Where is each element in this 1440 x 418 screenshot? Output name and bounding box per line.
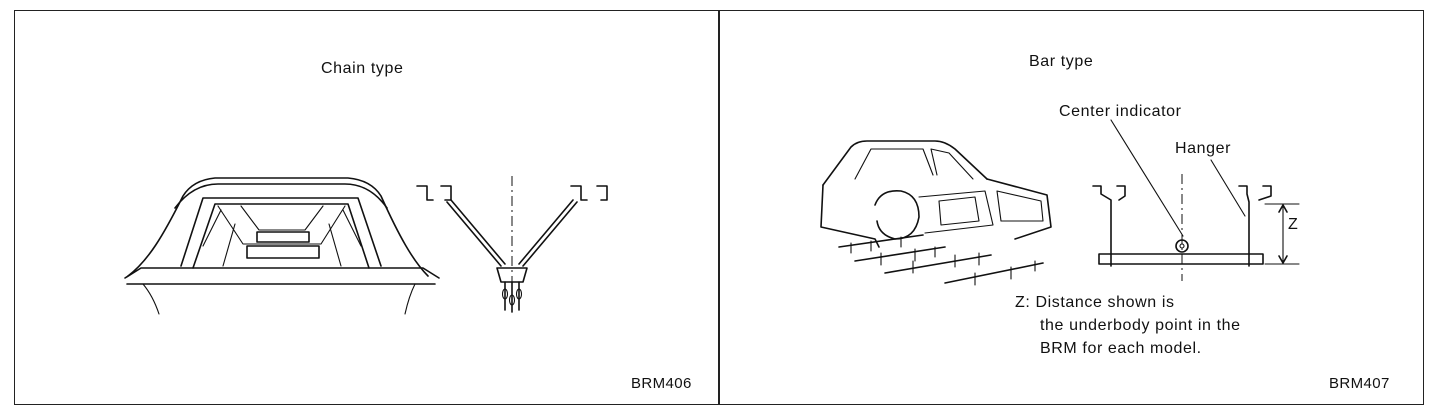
- bar-type-title: Bar type: [1029, 53, 1094, 70]
- z-dimension-label: Z: [1288, 216, 1299, 233]
- center-indicator-label: Center indicator: [1059, 103, 1182, 120]
- z-note: Z: Distance shown is the underbody point…: [1015, 291, 1241, 360]
- vehicle-on-bars-illustration: [820, 140, 1052, 286]
- bar-type-panel: Bar type Center indicator Hanger Z: [718, 10, 1424, 405]
- z-note-line-2: the underbody point in the: [1040, 317, 1241, 334]
- vehicle-rear-view-illustration: [124, 177, 440, 315]
- chain-type-title: Chain type: [321, 60, 404, 77]
- hanger-label: Hanger: [1175, 140, 1232, 157]
- bar-type-code: BRM407: [1329, 375, 1390, 392]
- chain-clamp-illustration: [416, 176, 608, 316]
- chain-type-panel: Chain type: [14, 10, 720, 405]
- chain-type-code: BRM406: [631, 375, 692, 392]
- bar-clamp-illustration: [1092, 119, 1300, 281]
- z-note-line-1: Z: Distance shown is: [1015, 294, 1175, 311]
- z-note-line-3: BRM for each model.: [1040, 340, 1202, 357]
